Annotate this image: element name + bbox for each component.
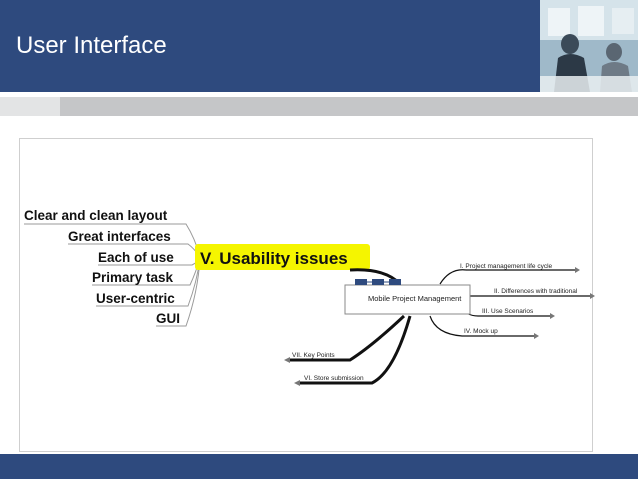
branch-label: III. Use Scenarios [482, 308, 534, 315]
slide-header: User Interface [0, 0, 638, 92]
branch-label: I. Project management life cycle [460, 263, 553, 270]
node-icon [355, 279, 367, 285]
slide-title: User Interface [16, 32, 167, 59]
branch-label: VI. Store submission [304, 375, 364, 382]
mindmap-frame [19, 138, 593, 452]
node-icon [389, 279, 401, 285]
usability-item: Clear and clean layout [24, 208, 168, 223]
gray-band [0, 97, 638, 116]
office-photo [540, 0, 638, 92]
slide-footer [0, 454, 638, 479]
usability-item: User-centric [96, 291, 175, 306]
branch-label: IV. Mock up [464, 328, 498, 335]
branch-label: VII. Key Points [292, 352, 335, 359]
branch-label: II. Differences with traditional [494, 288, 578, 295]
usability-item: Great interfaces [68, 229, 171, 244]
center-topic: Mobile Project Management [368, 294, 462, 303]
center-node [344, 284, 471, 315]
usability-highlight [195, 244, 370, 270]
usability-title: V. Usability issues [200, 249, 348, 268]
node-icon [372, 279, 384, 285]
usability-item: Each of use [98, 250, 174, 265]
usability-item: GUI [156, 311, 180, 326]
usability-item: Primary task [92, 270, 174, 285]
